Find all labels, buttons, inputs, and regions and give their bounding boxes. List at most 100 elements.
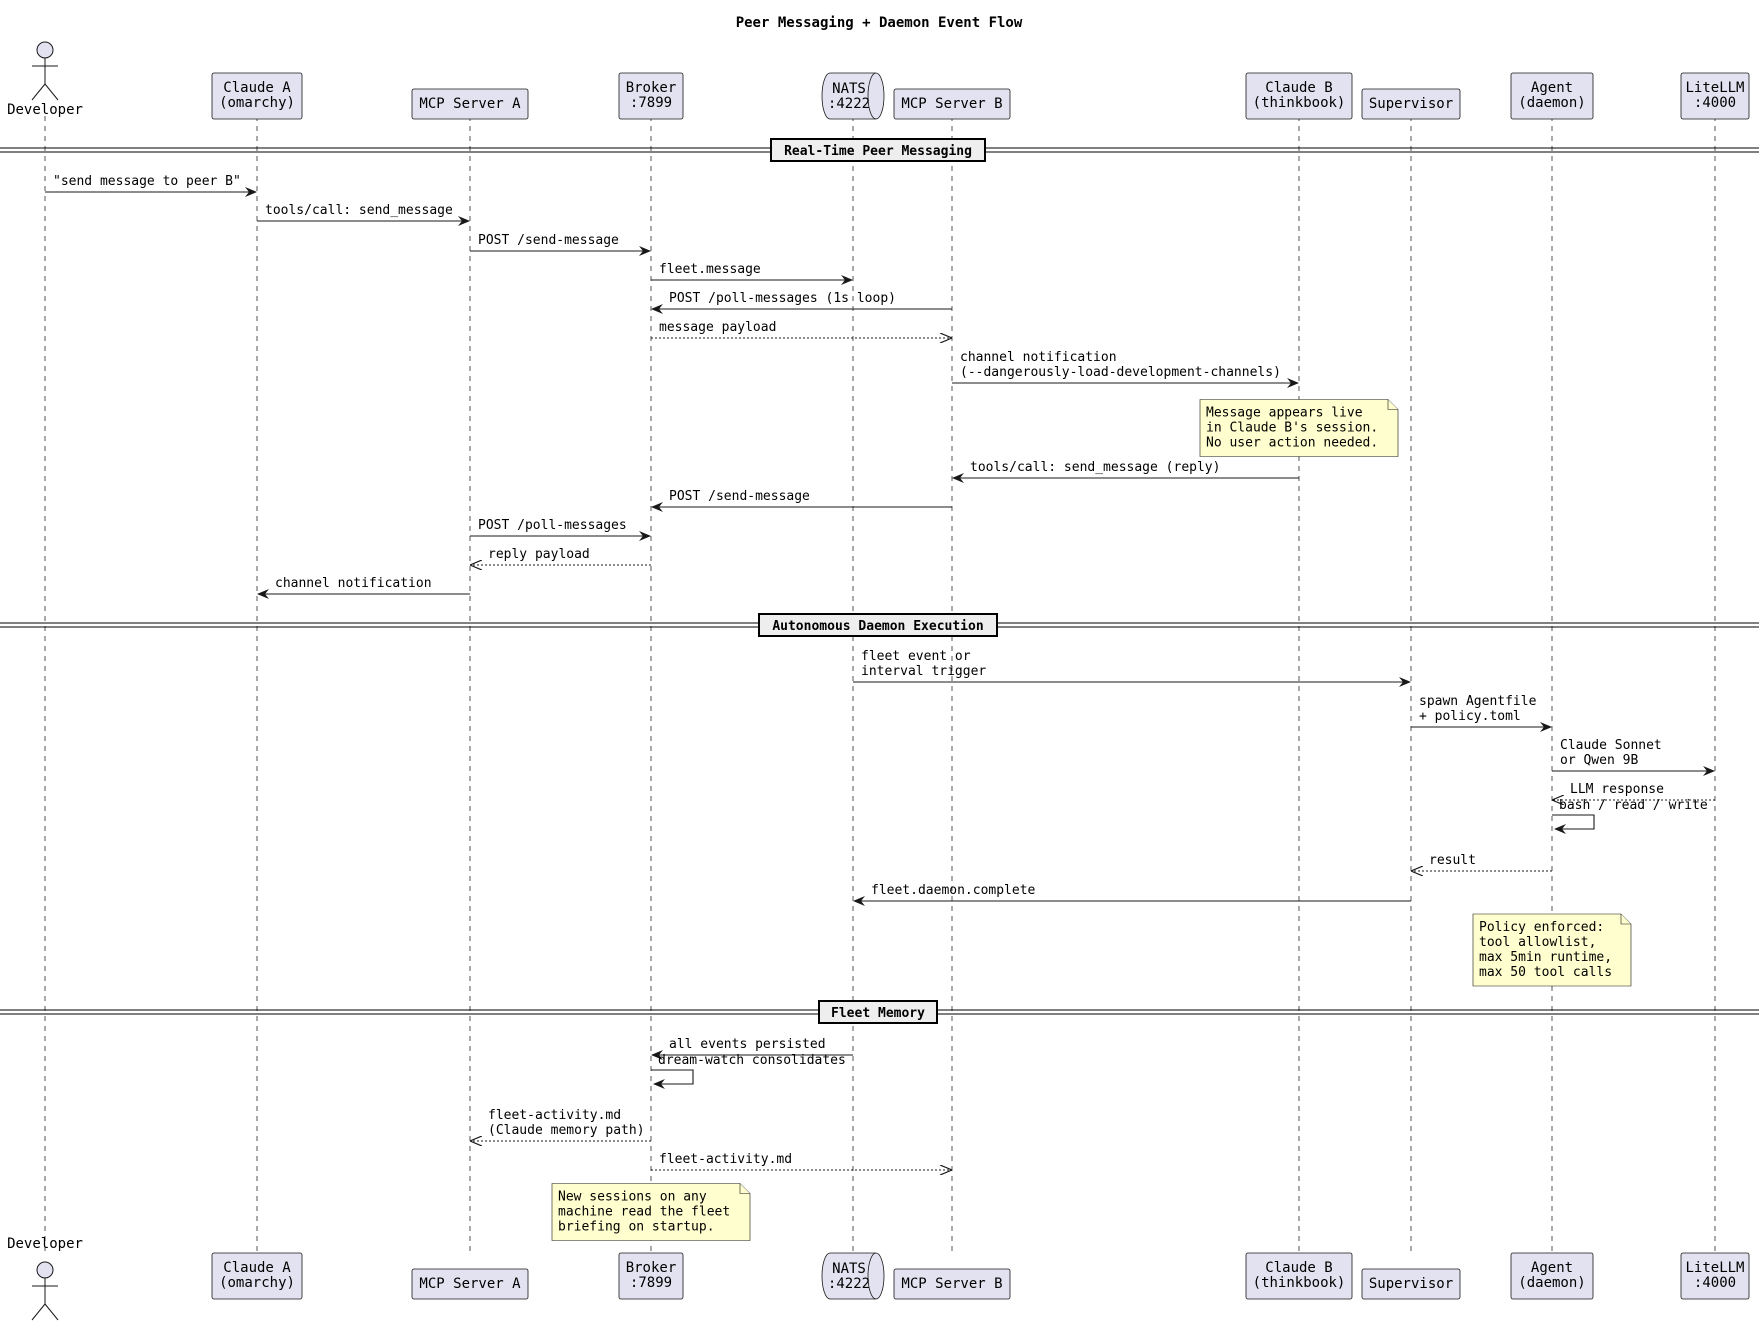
participant-label: Claude A — [223, 1260, 291, 1276]
participant-label: MCP Server A — [419, 1276, 521, 1292]
message-label: "send message to peer B" — [53, 174, 241, 189]
participant-label: Supervisor — [1369, 96, 1453, 112]
message-label: reply payload — [488, 547, 590, 562]
participant-label: (thinkbook) — [1253, 1275, 1346, 1291]
message: tools/call: send_message (reply) — [952, 460, 1299, 483]
message-arrow — [651, 1069, 694, 1089]
participant-label: :4222 — [828, 1276, 870, 1292]
message-label: POST /poll-messages (1s loop) — [669, 291, 896, 306]
section-title: Autonomous Daemon Execution — [772, 619, 983, 634]
participant-label: NATS — [832, 1261, 866, 1277]
note-text: machine read the fleet — [558, 1205, 730, 1220]
message: fleet.daemon.complete — [853, 883, 1411, 906]
actor-head-icon — [36, 41, 54, 59]
participant-label: Claude A — [223, 80, 291, 96]
note-text: No user action needed. — [1206, 436, 1378, 451]
participant-label: Developer — [7, 1236, 83, 1252]
participant-nats: NATS:4222 — [821, 72, 885, 120]
participant-nats: NATS:4222 — [821, 1252, 885, 1300]
participant-label: Supervisor — [1369, 1276, 1453, 1292]
note-text: tool allowlist, — [1479, 935, 1596, 950]
message: fleet-activity.md(Claude memory path) — [471, 1108, 651, 1141]
participant-label: LiteLLM — [1685, 80, 1744, 96]
participant-label: (daemon) — [1518, 1275, 1585, 1291]
participant-label: (omarchy) — [219, 1275, 295, 1291]
actor-developer: Developer — [7, 41, 83, 118]
note: Policy enforced:tool allowlist,max 5min … — [1472, 913, 1632, 987]
participant-broker: Broker:7899 — [618, 1252, 684, 1300]
message-arrow — [1552, 814, 1595, 834]
message: message payload — [651, 320, 951, 338]
message-label: fleet.message — [659, 262, 761, 277]
participant-label: Developer — [7, 102, 83, 118]
message: fleet-activity.md — [651, 1152, 951, 1170]
note-text: max 50 tool calls — [1479, 965, 1612, 980]
message-label: (--dangerously-load-development-channels… — [960, 365, 1281, 380]
message: "send message to peer B" — [45, 174, 257, 197]
message: POST /send-message — [470, 233, 651, 256]
participant-claude-a: Claude A(omarchy) — [211, 72, 303, 120]
participant-label: Claude B — [1265, 80, 1332, 96]
participant-label: NATS — [832, 81, 866, 97]
actor-head-icon — [36, 1261, 54, 1279]
message: channel notification — [257, 576, 470, 599]
message-label: fleet event or — [861, 649, 971, 664]
message-label: POST /send-message — [478, 233, 619, 248]
participant-mcp-b: MCP Server B — [893, 88, 1011, 120]
participant-agent: Agent(daemon) — [1510, 1252, 1594, 1300]
message-label: Claude Sonnet — [1560, 738, 1662, 753]
participant-label: Broker — [626, 80, 677, 96]
message-label: channel notification — [960, 350, 1117, 365]
message-label: result — [1429, 853, 1476, 868]
message-label: LLM response — [1570, 782, 1664, 797]
participant-supervisor: Supervisor — [1361, 88, 1461, 120]
message-label: tools/call: send_message — [265, 203, 453, 218]
note-text: Policy enforced: — [1479, 920, 1604, 935]
message: POST /poll-messages (1s loop) — [651, 291, 952, 314]
section-title: Real-Time Peer Messaging — [784, 144, 972, 159]
participant-mcp-a: MCP Server A — [411, 88, 529, 120]
participant-label: Agent — [1531, 80, 1573, 96]
message-label: interval trigger — [861, 664, 986, 679]
message: dream-watch consolidates — [651, 1053, 846, 1089]
message-label: fleet-activity.md — [659, 1152, 792, 1167]
message-label: POST /send-message — [669, 489, 810, 504]
participant-label: (omarchy) — [219, 95, 295, 111]
participant-mcp-b: MCP Server B — [893, 1268, 1011, 1300]
message: all events persisted — [651, 1037, 853, 1060]
message: bash / read / write — [1552, 798, 1708, 834]
message: channel notification(--dangerously-load-… — [952, 350, 1299, 388]
participant-label: :4000 — [1694, 95, 1736, 111]
section-divider: Fleet Memory — [0, 1000, 1759, 1024]
message-label: or Qwen 9B — [1560, 753, 1638, 768]
participant-label: MCP Server B — [901, 96, 1002, 112]
participant-label: Broker — [626, 1260, 677, 1276]
message-label: POST /poll-messages — [478, 518, 627, 533]
participant-claude-b: Claude B(thinkbook) — [1245, 1252, 1353, 1300]
participant-label: (thinkbook) — [1253, 95, 1346, 111]
participant-label: :4000 — [1694, 1275, 1736, 1291]
participant-label: MCP Server A — [419, 96, 521, 112]
message-label: spawn Agentfile — [1419, 694, 1537, 709]
section-divider: Autonomous Daemon Execution — [0, 613, 1759, 637]
message: tools/call: send_message — [257, 203, 470, 226]
note-text: in Claude B's session. — [1206, 421, 1378, 436]
actor-developer: Developer — [7, 1236, 83, 1321]
note-text: Message appears live — [1206, 406, 1363, 421]
participant-label: MCP Server B — [901, 1276, 1002, 1292]
participant-label: LiteLLM — [1685, 1260, 1744, 1276]
participant-claude-b: Claude B(thinkbook) — [1245, 72, 1353, 120]
participant-supervisor: Supervisor — [1361, 1268, 1461, 1300]
note-text: briefing on startup. — [558, 1220, 715, 1235]
message: POST /poll-messages — [470, 518, 651, 541]
participant-agent: Agent(daemon) — [1510, 72, 1594, 120]
message-label: dream-watch consolidates — [658, 1053, 846, 1068]
message-label: channel notification — [275, 576, 432, 591]
message-label: tools/call: send_message (reply) — [970, 460, 1220, 475]
message-label: fleet.daemon.complete — [871, 883, 1036, 898]
